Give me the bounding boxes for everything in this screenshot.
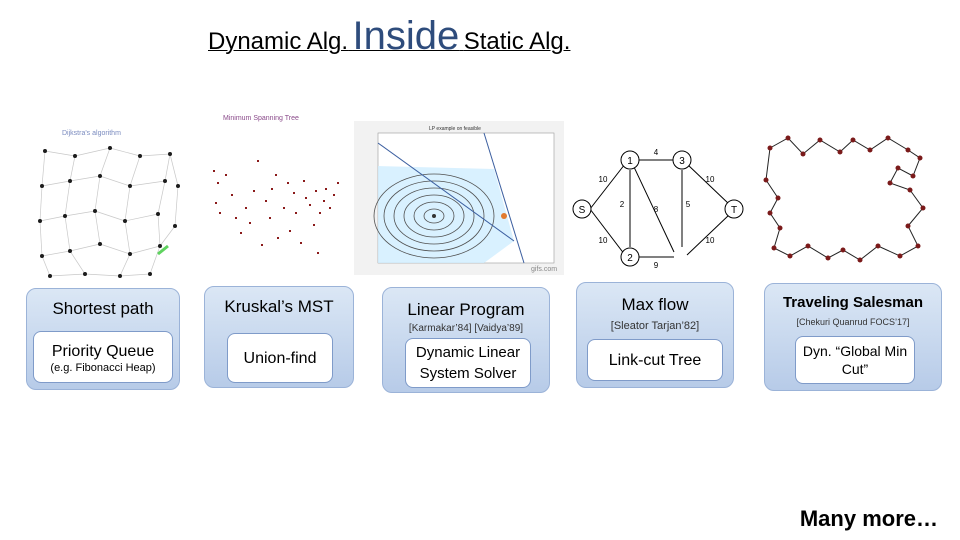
svg-text:3: 3	[679, 156, 685, 167]
card-title: Max flow	[577, 295, 733, 315]
svg-text:8: 8	[654, 205, 659, 214]
maxflow-network-image: 1 2 3 S T 4 10 10 2 8 5 10 10 9	[570, 142, 745, 272]
card-inner-main: Dynamic Linear System Solver	[406, 342, 530, 384]
svg-text:T: T	[731, 205, 737, 216]
card-inner-box: Dyn. “Global Min Cut”	[795, 336, 915, 384]
dijkstra-caption: Dijkstra's algorithm	[62, 130, 121, 137]
maxflow-edge-labels: 4 10 10 2 8 5 10 10 9	[599, 148, 715, 270]
title-static: Static Alg.	[464, 28, 571, 55]
card-citation: [Sleator Tarjan’82]	[577, 320, 733, 332]
svg-text:S: S	[579, 205, 586, 216]
mst-scatter-svg: Minimum Spanning Tree	[205, 112, 350, 267]
svg-text:9: 9	[654, 261, 659, 270]
tsp-tour-svg	[758, 128, 938, 278]
lp-caption: LP example on feasible	[429, 126, 481, 132]
card-inner-sub: (e.g. Fibonacci Heap)	[50, 362, 155, 374]
lp-center-point	[432, 214, 436, 218]
title-dynamic: Dynamic Alg.	[208, 28, 348, 55]
svg-text:5: 5	[686, 200, 691, 209]
svg-text:10: 10	[706, 236, 715, 245]
card-linear-program: Linear Program [Karmakar’84] [Vaidya’89]…	[382, 287, 550, 393]
card-traveling-salesman: Traveling Salesman [Chekuri Quanrud FOCS…	[764, 283, 942, 391]
card-inner-box: Priority Queue (e.g. Fibonacci Heap)	[33, 331, 173, 383]
tsp-tour-path	[766, 138, 923, 260]
svg-text:10: 10	[706, 175, 715, 184]
card-title: Linear Program	[383, 300, 549, 320]
svg-text:10: 10	[599, 175, 608, 184]
card-inner-box: Dynamic Linear System Solver	[405, 338, 531, 388]
lp-contour-image: LP example on feasible gifs.com	[354, 121, 564, 275]
mst-caption: Minimum Spanning Tree	[223, 115, 299, 122]
maxflow-network-svg: 1 2 3 S T 4 10 10 2 8 5 10 10 9	[570, 142, 745, 272]
lp-contour-svg: LP example on feasible gifs.com	[354, 121, 564, 275]
svg-text:2: 2	[627, 253, 633, 264]
card-citation: [Chekuri Quanrud FOCS’17]	[765, 317, 941, 327]
card-shortest-path: Shortest path Priority Queue (e.g. Fibon…	[26, 288, 180, 390]
card-inner-main: Priority Queue	[52, 341, 154, 362]
card-citation: [Karmakar’84] [Vaidya’89]	[383, 323, 549, 334]
slide-title: Dynamic Alg. Inside Static Alg.	[208, 14, 570, 59]
svg-text:4: 4	[654, 148, 659, 157]
mst-points	[213, 160, 339, 254]
card-inner-main: Link-cut Tree	[609, 350, 701, 371]
card-inner-main: Dyn. “Global Min Cut”	[796, 342, 914, 378]
svg-text:10: 10	[599, 236, 608, 245]
card-max-flow: Max flow [Sleator Tarjan’82] Link-cut Tr…	[576, 282, 734, 388]
card-inner-box: Union-find	[227, 333, 333, 383]
card-inner-box: Link-cut Tree	[587, 339, 723, 381]
card-inner-main: Union-find	[244, 348, 317, 369]
tsp-tour-image	[758, 128, 938, 278]
lp-optimum-point	[501, 213, 507, 219]
lp-watermark: gifs.com	[531, 266, 557, 273]
dijkstra-graph-image: Dijkstra's algorithm	[30, 126, 190, 286]
dijkstra-edges	[40, 148, 178, 276]
tsp-nodes	[764, 136, 926, 263]
card-title: Kruskal’s MST	[205, 297, 353, 317]
svg-text:2: 2	[620, 200, 625, 209]
title-inside: Inside	[353, 14, 460, 58]
card-title: Traveling Salesman	[765, 294, 941, 311]
many-more-text: Many more…	[800, 506, 938, 532]
svg-text:1: 1	[627, 156, 633, 167]
card-kruskal-mst: Kruskal’s MST Union-find	[204, 286, 354, 388]
dijkstra-graph-svg: Dijkstra's algorithm	[30, 126, 190, 286]
card-title: Shortest path	[27, 299, 179, 319]
mst-scatter-image: Minimum Spanning Tree	[205, 112, 350, 267]
